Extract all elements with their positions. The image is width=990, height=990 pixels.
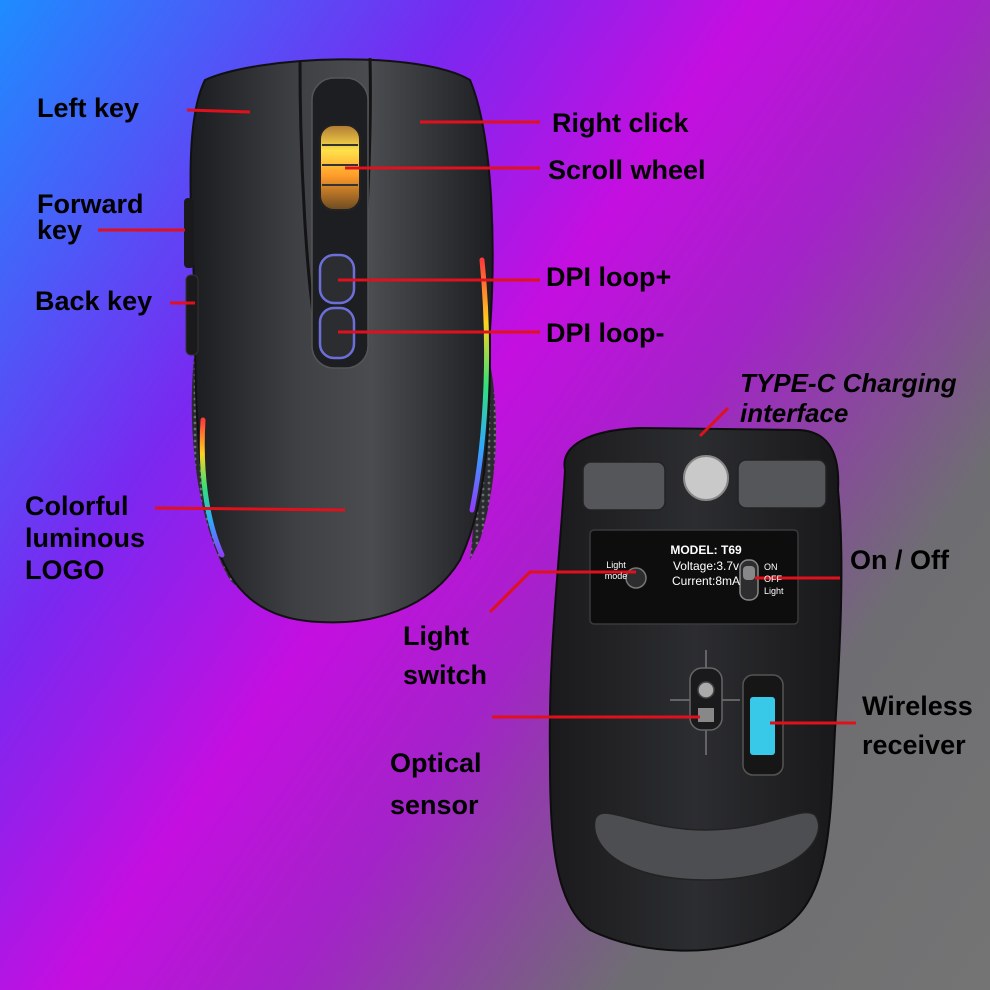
voltage-label: Voltage:3.7v bbox=[673, 559, 739, 573]
callout-scroll-wheel: Scroll wheel bbox=[548, 155, 706, 185]
callout-on-off: On / Off bbox=[850, 545, 949, 575]
leader-type-c bbox=[698, 406, 730, 438]
wireless-receiver-shape bbox=[750, 697, 775, 755]
charging-port-cover bbox=[683, 455, 729, 501]
current-label: Current:8mA bbox=[672, 574, 740, 588]
rgb-strip-right bbox=[469, 257, 490, 513]
back-button-shape bbox=[185, 274, 199, 356]
model-label: MODEL: T69 bbox=[670, 543, 742, 557]
callout-forward-key: Forward key bbox=[37, 189, 144, 245]
bottom-pad bbox=[593, 811, 820, 881]
leader-logo bbox=[154, 506, 346, 512]
leader-light-switch bbox=[488, 570, 636, 614]
switch-on-label: ON bbox=[764, 562, 778, 572]
forward-button-shape bbox=[184, 198, 194, 268]
callout-dpi-plus: DPI loop+ bbox=[546, 262, 672, 292]
optical-sensor-shape bbox=[670, 650, 740, 755]
top-pad-left bbox=[582, 461, 666, 511]
callout-dpi-minus: DPI loop- bbox=[546, 318, 665, 348]
top-pad-right bbox=[737, 459, 827, 509]
leader-left-key bbox=[186, 108, 251, 114]
callout-wireless-receiver: Wireless receiver bbox=[862, 691, 973, 760]
callout-back-key: Back key bbox=[35, 286, 153, 316]
callout-optical-sensor: Optical sensor bbox=[390, 748, 482, 820]
callout-right-click: Right click bbox=[552, 108, 689, 138]
mouse-bottom-view bbox=[548, 426, 843, 952]
callout-left-key: Left key bbox=[37, 93, 140, 123]
callout-type-c: TYPE-C Charging interface bbox=[740, 368, 957, 428]
switch-light-label: Light bbox=[764, 586, 784, 596]
light-mode-plate-label: Light mode bbox=[604, 560, 628, 581]
callout-light-switch: Light switch bbox=[403, 621, 488, 690]
leader-lines bbox=[98, 108, 856, 725]
mouse-top-view bbox=[184, 57, 497, 624]
callout-colorful-logo: Colorful luminous LOGO bbox=[25, 491, 145, 585]
switch-off-label: OFF bbox=[764, 574, 782, 584]
rgb-strip-left bbox=[199, 417, 225, 558]
